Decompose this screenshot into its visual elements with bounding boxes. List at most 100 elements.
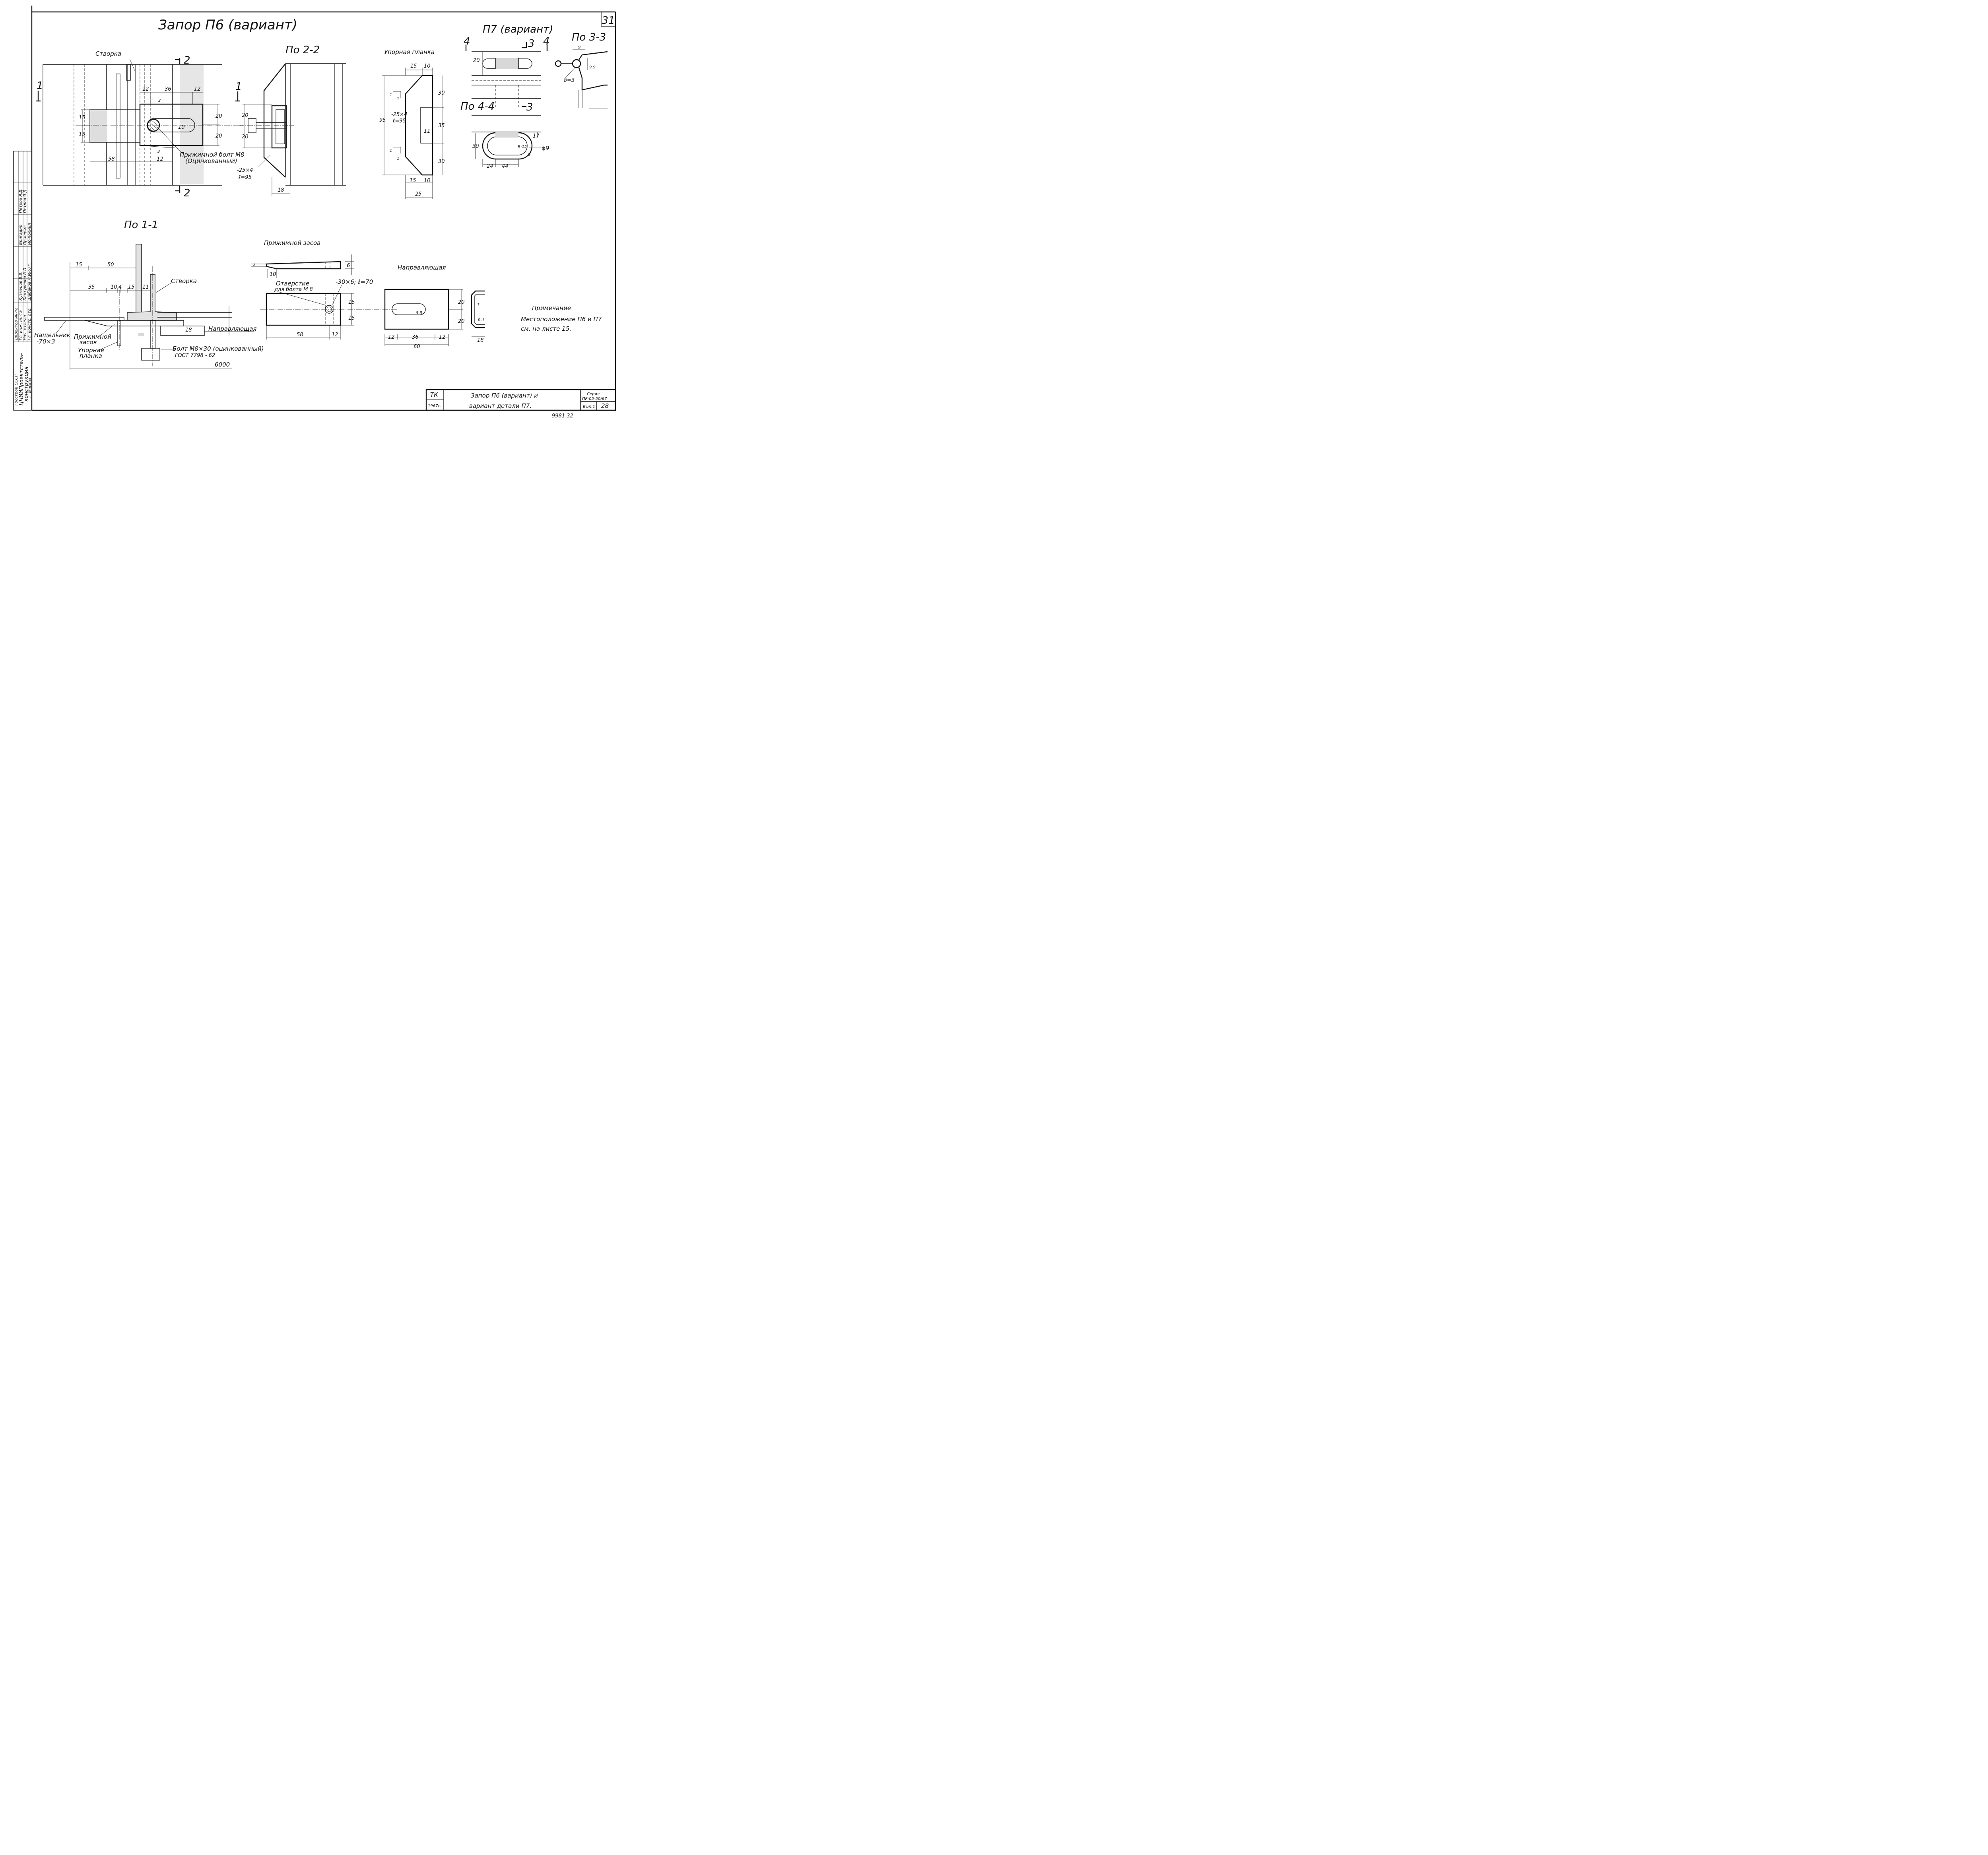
p7-dim-17: 17 bbox=[533, 133, 540, 139]
s11-dim-50: 50 bbox=[107, 262, 114, 268]
napr-dim-12b: 12 bbox=[439, 334, 446, 340]
s11-dim-15: 15 bbox=[76, 262, 82, 268]
napr-dim-55: 5.5 bbox=[416, 311, 422, 315]
stamp-role2-0: Бригадир bbox=[19, 225, 23, 245]
title-napravlyayushchaya: Направляющая bbox=[398, 264, 446, 271]
upl-1b: 1 bbox=[397, 97, 399, 101]
section-2-2 bbox=[235, 63, 346, 196]
left-stamp bbox=[13, 151, 32, 411]
napr-dim-3: 3 bbox=[477, 303, 480, 307]
label-nashchelnik-spec: -70×3 bbox=[37, 338, 55, 345]
tb-year: 1967г. bbox=[428, 404, 441, 408]
napr-dim-12a: 12 bbox=[388, 334, 395, 340]
s11-label-stvorka: Створка bbox=[171, 277, 197, 285]
p7-dim-30: 30 bbox=[472, 144, 479, 149]
tb-title-2: вариант детали П7. bbox=[469, 402, 532, 409]
dim-15c: 15 bbox=[410, 63, 417, 69]
dim-20a: 20 bbox=[215, 113, 222, 119]
label-otverstie-2: для болта М 8 bbox=[274, 287, 313, 293]
label-bolt-m8x30: Болт М8×30 (оцинкованный) bbox=[173, 345, 264, 352]
dim-3a: 3 bbox=[158, 99, 161, 103]
stamp-date: 1967г. bbox=[27, 263, 32, 277]
upl-1c: 1 bbox=[390, 149, 392, 153]
p7-delta3: δ=3 bbox=[564, 78, 575, 83]
dim-12c: 12 bbox=[157, 156, 163, 162]
stamp-role-3: Гл. констр. отд. bbox=[27, 307, 32, 340]
title-upornaya-planka: Упорная планка bbox=[384, 49, 435, 56]
napr-dim-36: 36 bbox=[412, 334, 419, 340]
dim-10: 10 bbox=[178, 124, 185, 130]
s11-dim-18: 18 bbox=[185, 327, 192, 333]
stamp-org2: ЦНИИПроектсталь- bbox=[19, 353, 25, 406]
napravlyayushchaya-view bbox=[384, 289, 485, 346]
view-title-3-3: По 3-3 bbox=[572, 31, 606, 43]
title-block bbox=[425, 389, 616, 411]
tb-title-1: Запор П6 (вариант) и bbox=[471, 392, 538, 399]
label-bolt-m8: Прижимной болт М8 bbox=[180, 151, 245, 158]
stamp-role-1: Гл. инж. ин-та bbox=[19, 310, 23, 340]
upl-1a: 1 bbox=[390, 93, 392, 97]
note-line1: Местоположение П6 и П7 bbox=[521, 316, 602, 323]
stamp-name-3: Шабанов Л.К. bbox=[27, 272, 32, 301]
dim-58: 58 bbox=[108, 156, 115, 162]
p7-dim-20: 20 bbox=[473, 58, 480, 64]
p7-sec3-top: 3 bbox=[528, 38, 535, 50]
stamp-name2-0: Петров Я.Д. bbox=[19, 188, 23, 213]
s11-dim-35: 35 bbox=[88, 284, 95, 290]
zasov-dim-10: 10 bbox=[270, 272, 276, 277]
sec-mark-2-top: 2 bbox=[184, 54, 190, 66]
s11-dim-11: 11 bbox=[142, 284, 149, 290]
p7-dim-9b: 9 bbox=[578, 45, 580, 50]
plan-view bbox=[36, 58, 243, 193]
stamp-role-2: Нач. отдела bbox=[23, 315, 27, 340]
p7-r15: R-15 bbox=[518, 145, 527, 149]
upl-1d: 1 bbox=[397, 157, 399, 161]
napr-r3: R-3 bbox=[478, 318, 485, 322]
dim-10c: 10 bbox=[424, 178, 431, 184]
footer-note: 9981 32 bbox=[552, 413, 573, 419]
dim-25: 25 bbox=[415, 191, 422, 197]
s11-dim-15b: 15 bbox=[128, 284, 135, 290]
zasov-dim-15a: 15 bbox=[348, 299, 355, 305]
zasov-dim-15b: 15 bbox=[348, 315, 355, 321]
label-nashchelnik: Нащельник bbox=[34, 332, 70, 339]
dim-15d: 15 bbox=[410, 178, 416, 184]
dim-95: 95 bbox=[379, 117, 386, 123]
label-zasov: засов bbox=[80, 339, 97, 346]
section-1-1 bbox=[44, 244, 254, 370]
label-prizhimnoi: Прижимной bbox=[74, 333, 111, 340]
view-title-4-4: По 4-4 bbox=[460, 101, 495, 113]
drawing-sheet: 31 Запор П6 (вариант) bbox=[13, 6, 616, 419]
dim-20b: 20 bbox=[215, 133, 222, 139]
tb-issue: Вып.1 bbox=[583, 405, 595, 409]
stamp-org4: г. Москва bbox=[28, 378, 32, 398]
dim-12a: 12 bbox=[142, 86, 149, 92]
dim-36: 36 bbox=[165, 86, 171, 92]
sheet-number: 31 bbox=[602, 15, 615, 27]
p7-sec3-bot: 3 bbox=[526, 101, 533, 113]
view-title-2-2: По 2-2 bbox=[285, 44, 320, 56]
dim-15b: 15 bbox=[79, 132, 85, 138]
label-gost: ГОСТ 7798 - 62 bbox=[175, 353, 215, 359]
p7-sec4-left: 4 bbox=[464, 35, 470, 47]
plate-spec-a: -25×4 bbox=[237, 167, 253, 173]
label-napravl: Направляющая bbox=[208, 325, 256, 332]
dim-18a: 18 bbox=[278, 187, 284, 193]
sec-mark-1: 1 bbox=[37, 80, 43, 92]
p7-phi9: ϕ9 bbox=[542, 145, 549, 152]
p7-section-3-3 bbox=[555, 49, 608, 109]
stamp-role2-1: Пр-верил bbox=[23, 225, 27, 245]
dim-20c: 20 bbox=[242, 113, 248, 118]
napr-dim-20b: 20 bbox=[458, 318, 465, 324]
upl-spec-b: ℓ=95 bbox=[392, 118, 406, 124]
sec-mark-2-bottom: 2 bbox=[184, 187, 190, 199]
p7-dim-9: 9 bbox=[528, 153, 530, 157]
stamp-org1: Госстрой СССР bbox=[14, 374, 19, 406]
stamp-org3: конструкция bbox=[23, 367, 29, 402]
dim-12b: 12 bbox=[194, 86, 201, 92]
label-planka: планка bbox=[80, 352, 102, 359]
s11-dim-6000: 6000 bbox=[215, 361, 230, 368]
stamp-name2-1: Петров Я.Д. bbox=[23, 188, 27, 213]
zasov-dim-3: 3 bbox=[253, 262, 255, 267]
napr-dim-60: 60 bbox=[414, 344, 420, 350]
